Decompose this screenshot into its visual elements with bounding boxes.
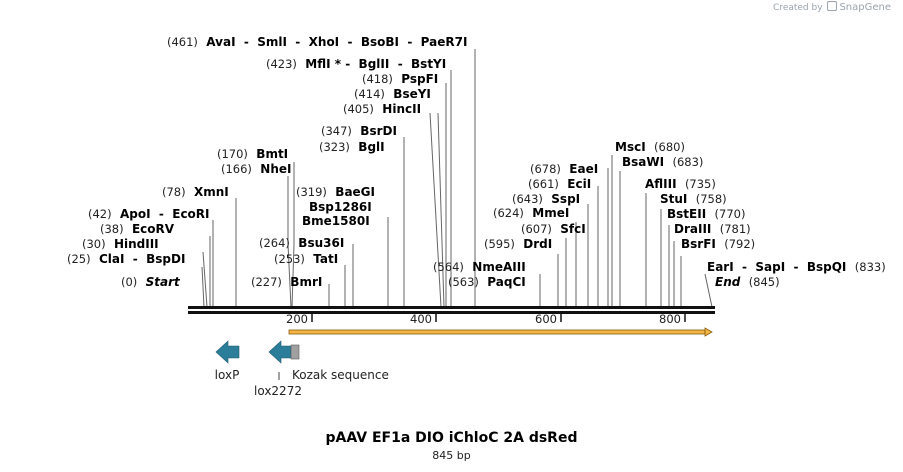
restriction-site-label[interactable]: (25) ClaI - BspDI <box>67 252 185 266</box>
ruler-tick-400: 400 <box>410 312 432 326</box>
restriction-site-label[interactable]: (78) XmnI <box>162 185 229 199</box>
restriction-site-label[interactable]: Bme1580I <box>302 214 370 228</box>
snapgene-logo-icon <box>827 1 838 11</box>
restriction-site-label[interactable]: (0) Start <box>121 275 181 289</box>
restriction-site-label[interactable]: (319) BaeGI <box>296 185 375 199</box>
restriction-site-label[interactable]: (678) EaeI <box>530 162 598 176</box>
site-leader-lines <box>201 49 713 308</box>
loxp-label: loxP <box>215 368 240 382</box>
orf-arrow[interactable] <box>288 327 713 337</box>
ruler-tick-800: 800 <box>659 312 681 326</box>
restriction-site-label[interactable]: (323) BglI <box>319 140 385 154</box>
restriction-site-label[interactable]: (418) PspFI <box>362 72 438 86</box>
plasmid-title: pAAV EF1a DIO iChloC 2A dsRed <box>325 430 578 446</box>
restriction-site-label[interactable]: (563) PaqCI <box>448 275 526 289</box>
restriction-site-label[interactable]: (423) MflI * - BglII - BstYI <box>266 57 446 71</box>
restriction-site-label[interactable]: (661) EciI <box>528 177 591 191</box>
ruler-tick-200: 200 <box>286 312 308 326</box>
branding: Created by SnapGene <box>773 1 891 13</box>
branding-name: SnapGene <box>839 2 891 13</box>
restriction-site-label[interactable]: (38) EcoRV <box>100 222 175 236</box>
restriction-site-label[interactable]: (30) HindIII <box>82 237 159 251</box>
restriction-site-label[interactable]: Bsp1286I <box>309 200 372 214</box>
kozak-sequence-box[interactable] <box>290 344 300 360</box>
kozak-sequence-label: Kozak sequence <box>292 368 389 382</box>
restriction-site-label[interactable]: (607) SfcI <box>521 222 586 236</box>
restriction-site-label[interactable]: (166) NheI <box>221 162 291 176</box>
restriction-site-label[interactable]: (624) MmeI <box>493 206 569 220</box>
restriction-site-labels: (461) AvaI - SmlI - XhoI - BsoBI - PaeR7… <box>67 35 886 289</box>
restriction-site-label[interactable]: (405) HincII <box>343 102 421 116</box>
restriction-site-label[interactable]: BstEII (770) <box>667 207 745 221</box>
branding-prefix: Created by <box>773 3 823 13</box>
restriction-site-label[interactable]: (227) BmrI <box>251 275 322 289</box>
restriction-site-label[interactable]: BsrFI (792) <box>681 237 755 251</box>
restriction-site-label[interactable]: BsaWI (683) <box>622 155 703 169</box>
restriction-site-label[interactable]: (564) NmeAIII <box>433 260 526 274</box>
restriction-site-label[interactable]: (595) DrdI <box>484 237 552 251</box>
restriction-site-label[interactable]: (461) AvaI - SmlI - XhoI - BsoBI - PaeR7… <box>167 35 467 49</box>
restriction-site-label[interactable]: (643) SspI <box>512 192 580 206</box>
restriction-site-label[interactable]: (42) ApoI - EcoRI <box>88 207 210 221</box>
restriction-site-label[interactable]: End (845) <box>715 275 780 289</box>
restriction-site-label[interactable]: (414) BseYI <box>354 87 431 101</box>
restriction-site-label[interactable]: AflIII (735) <box>645 177 716 191</box>
ruler-tick-600: 600 <box>535 312 557 326</box>
dna-backbone <box>188 306 715 322</box>
restriction-site-label[interactable]: (264) Bsu36I <box>259 236 344 250</box>
restriction-site-label[interactable]: StuI (758) <box>660 192 727 206</box>
lox2272-label: lox2272 <box>254 384 302 398</box>
lox2272-arrow[interactable] <box>268 340 292 364</box>
plasmid-length: 845 bp <box>432 449 471 462</box>
restriction-site-label[interactable]: (253) TatI <box>274 252 338 266</box>
restriction-site-label[interactable]: (170) BmtI <box>217 147 288 161</box>
loxp-arrow[interactable] <box>215 340 240 364</box>
restriction-site-label[interactable]: (347) BsrDI <box>321 124 397 138</box>
restriction-site-label[interactable]: MscI (680) <box>615 140 685 154</box>
restriction-site-label[interactable]: DraIII (781) <box>674 222 751 236</box>
restriction-site-label[interactable]: EarI - SapI - BspQI (833) <box>707 260 886 274</box>
